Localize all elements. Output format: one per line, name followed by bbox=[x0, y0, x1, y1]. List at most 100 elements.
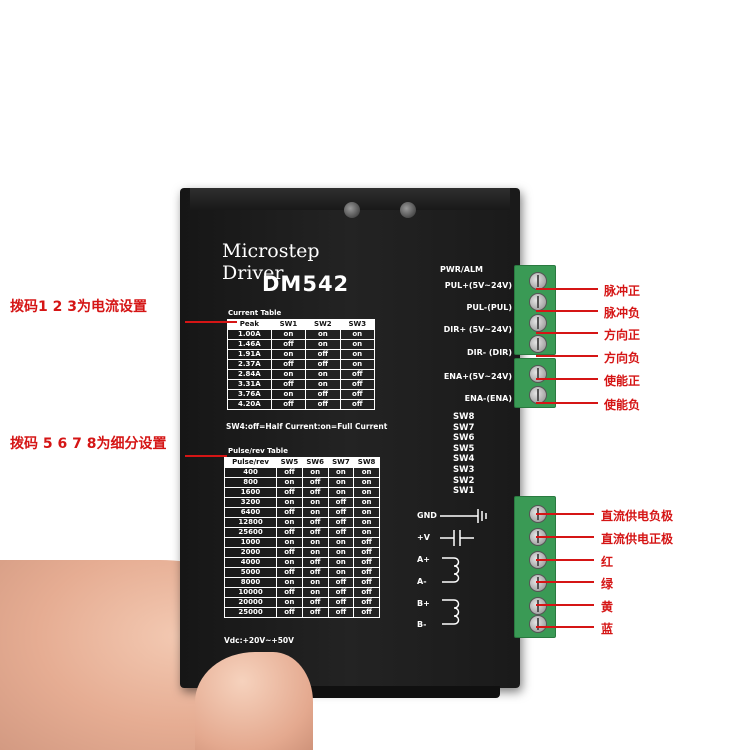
table-cell: on bbox=[276, 597, 303, 608]
terminal-screw-icon[interactable] bbox=[529, 597, 547, 615]
table-cell: off bbox=[353, 587, 380, 598]
table-cell: off bbox=[301, 477, 329, 488]
signal-label: PUL+(5V~24V) bbox=[444, 281, 512, 290]
terminal-screw-icon[interactable] bbox=[529, 293, 547, 311]
table-cell: off bbox=[270, 339, 307, 350]
power-pointer bbox=[536, 536, 594, 538]
table-cell: off bbox=[305, 389, 341, 400]
power-terminal-block bbox=[514, 496, 556, 638]
enable-terminal-block bbox=[514, 358, 556, 408]
switch-label: SW8 bbox=[453, 412, 475, 422]
table-cell: off bbox=[353, 537, 380, 548]
table-header-cell: SW7 bbox=[327, 457, 355, 468]
table-cell: on bbox=[353, 517, 380, 528]
table-cell: off bbox=[327, 597, 355, 608]
terminal-screw-icon[interactable] bbox=[529, 615, 547, 633]
table-cell: 800 bbox=[223, 477, 278, 488]
table-cell: 8000 bbox=[223, 577, 278, 588]
table-cell: 20000 bbox=[223, 597, 278, 608]
table-cell: off bbox=[339, 389, 376, 400]
top-lip bbox=[190, 188, 510, 210]
signal-pointer bbox=[536, 310, 598, 312]
switch-label: SW6 bbox=[453, 433, 475, 444]
table-cell: on bbox=[327, 557, 355, 568]
table-cell: off bbox=[301, 597, 329, 608]
power-label: B- bbox=[417, 620, 427, 629]
table-cell: on bbox=[353, 487, 380, 498]
power-pointer bbox=[536, 604, 594, 606]
table-cell: off bbox=[301, 517, 329, 528]
table-cell: on bbox=[353, 467, 380, 478]
table-cell: on bbox=[305, 329, 341, 340]
table-cell: 4.20A bbox=[227, 399, 272, 410]
screw-icon bbox=[344, 202, 360, 218]
microstep-setting-note: 拨码 5 6 7 8为细分设置 bbox=[10, 436, 167, 452]
table-cell: 2.84A bbox=[227, 369, 272, 380]
table-cell: 25600 bbox=[223, 527, 278, 538]
table-cell: off bbox=[339, 369, 376, 380]
table-cell: off bbox=[327, 517, 355, 528]
table-cell: on bbox=[301, 587, 329, 598]
table-cell: on bbox=[353, 507, 380, 518]
table-cell: 25000 bbox=[223, 607, 278, 618]
table-cell: 1.46A bbox=[227, 339, 272, 350]
table-cell: on bbox=[327, 547, 355, 558]
table-cell: off bbox=[353, 567, 380, 578]
table-cell: off bbox=[270, 399, 307, 410]
table-cell: 1.91A bbox=[227, 349, 272, 360]
terminal-screw-icon[interactable] bbox=[529, 365, 547, 383]
signal-label: DIR- (DIR) bbox=[467, 348, 512, 357]
table-cell: on bbox=[301, 547, 329, 558]
table-cell: off bbox=[276, 487, 303, 498]
switch-label: SW1 bbox=[453, 486, 475, 497]
table-cell: off bbox=[301, 607, 329, 618]
current-setting-pointer bbox=[185, 321, 237, 323]
signal-pointer bbox=[536, 402, 598, 404]
table-cell: off bbox=[327, 497, 355, 508]
table-cell: on bbox=[353, 497, 380, 508]
signal-pointer bbox=[536, 355, 598, 357]
table-cell: off bbox=[305, 349, 341, 360]
power-annotation: 蓝 bbox=[601, 622, 614, 636]
thumb bbox=[195, 652, 313, 750]
table-cell: on bbox=[270, 329, 307, 340]
sw4-note: SW4:off=Half Current:on=Full Current bbox=[226, 422, 388, 431]
terminal-screw-icon[interactable] bbox=[529, 314, 547, 332]
terminal-screw-icon[interactable] bbox=[529, 335, 547, 353]
table-cell: on bbox=[270, 389, 307, 400]
table-cell: 2.37A bbox=[227, 359, 272, 370]
table-cell: 12800 bbox=[223, 517, 278, 528]
table-cell: off bbox=[327, 587, 355, 598]
device-title: Microstep Driver bbox=[222, 240, 320, 284]
signal-annotation: 方向正 bbox=[604, 328, 641, 342]
table-cell: 5000 bbox=[223, 567, 278, 578]
table-cell: off bbox=[276, 507, 303, 518]
signal-pointer bbox=[536, 288, 598, 290]
signal-label: DIR+ (5V~24V) bbox=[443, 325, 512, 334]
table-cell: on bbox=[353, 527, 380, 538]
switch-label: SW2 bbox=[453, 475, 475, 486]
microstep-setting-pointer bbox=[185, 455, 227, 457]
terminal-screw-icon[interactable] bbox=[529, 574, 547, 592]
table-cell: off bbox=[327, 527, 355, 538]
signal-annotation: 方向负 bbox=[604, 351, 641, 365]
pulse-table-label: Pulse/rev Table bbox=[228, 447, 288, 455]
